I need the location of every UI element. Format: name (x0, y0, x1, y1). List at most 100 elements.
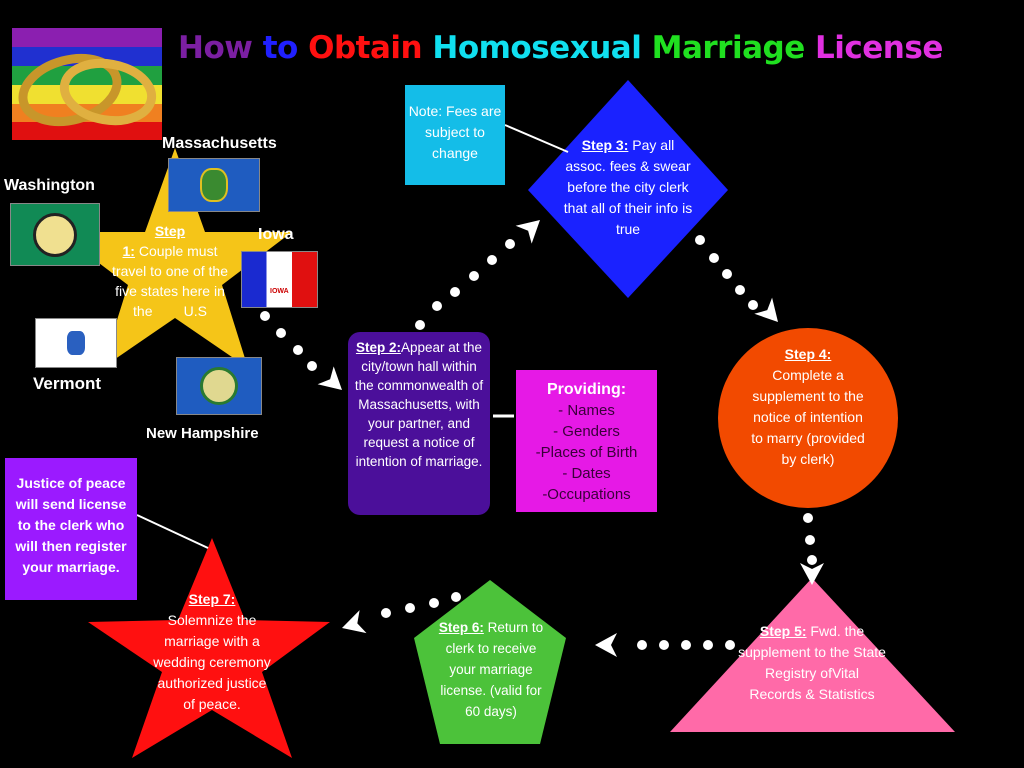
arrowhead-icon (317, 366, 342, 390)
step-text: Pay all (628, 137, 675, 153)
step-heading: Step (154, 223, 186, 239)
flag-text: IOWA (270, 288, 289, 295)
step-text: Couple (138, 243, 184, 259)
step-text: Appear at (400, 340, 460, 355)
title-word: to (262, 30, 299, 66)
providing-item: -Places of Birth (535, 444, 638, 461)
step2-box (348, 332, 490, 515)
providing-text: Providing: - Names - Genders -Places of … (516, 379, 657, 505)
arrow-dot (807, 555, 817, 565)
arrow-dot (293, 345, 303, 355)
step-heading: Step 2: (355, 340, 401, 355)
arrow-dot (735, 285, 745, 295)
arrow-dot (637, 640, 647, 650)
arrow-dot (695, 235, 705, 245)
arrow-dot (307, 361, 317, 371)
justice-box (5, 458, 137, 600)
arrow-dot (405, 603, 415, 613)
arrow-dot (487, 255, 497, 265)
step-text: assoc. fees & swear before the city cler… (563, 158, 693, 237)
label-iowa: Iowa (258, 226, 294, 243)
step-text: to clerk to receive your marriage licens… (440, 620, 544, 719)
arrowhead-icon (754, 297, 778, 322)
arrow-dot (803, 513, 813, 523)
step-heading: Step 3: (581, 137, 629, 153)
step-heading: Step 7: (188, 591, 236, 607)
title-word: Obtain (308, 30, 423, 66)
step5-triangle (670, 578, 955, 732)
arrow-dot (703, 640, 713, 650)
label-new-hampshire: New Hampshire (146, 425, 259, 442)
step-text: Complete a supplement to the notice of i… (751, 367, 865, 467)
title-word: Marriage (651, 30, 806, 66)
flag-icon (168, 158, 260, 212)
arrow-dot (505, 239, 515, 249)
step-text: Return (483, 620, 529, 635)
step-number: 1: (122, 243, 135, 259)
arrow-dot (681, 640, 691, 650)
flag-icon (176, 357, 262, 415)
arrow-dot (659, 640, 669, 650)
step-text: must travel to one of the five states he… (112, 243, 232, 319)
providing-item: - Genders (553, 423, 620, 440)
arrowhead-icon (800, 563, 824, 585)
providing-item: - Dates (562, 465, 611, 482)
arrowhead-icon (342, 610, 367, 634)
flag-icon (10, 203, 100, 266)
arrow-dot (415, 320, 425, 330)
arrow-dot (451, 592, 461, 602)
step3-diamond (528, 80, 728, 298)
step-text: supplement to the State Registry ofVital… (738, 644, 886, 702)
note-text: Note: Fees are subject to change (408, 103, 502, 161)
note-connector (504, 124, 569, 153)
step5-text: Step 5: Fwd. the supplement to the State… (738, 621, 886, 705)
flag-icon (35, 318, 117, 368)
step4-text: Step 4: Complete a supplement to the not… (736, 344, 880, 470)
arrow-dot (450, 287, 460, 297)
providing-item: -Occupations (542, 486, 631, 503)
arrow-dot (805, 535, 815, 545)
arrow-dot (429, 598, 439, 608)
title-word: Homosexual (432, 30, 642, 66)
arrow-dot (260, 311, 270, 321)
step7-star (88, 538, 330, 758)
step-heading: Step 4: (784, 346, 832, 362)
arrow-dot (432, 301, 442, 311)
label-washington: Washington (4, 177, 95, 194)
note-box (405, 85, 505, 185)
step3-text: Step 3: Pay all assoc. fees & swear befo… (562, 135, 694, 240)
step-heading: Step 6: (438, 620, 484, 635)
flag-icon: IOWA (241, 251, 318, 308)
label-vermont: Vermont (33, 374, 102, 393)
title-word: License (815, 30, 943, 66)
rainbow-rings-logo (12, 28, 162, 140)
arrow-dot (725, 640, 735, 650)
arrow-dot (748, 300, 758, 310)
justice-connector (136, 514, 209, 549)
arrow-dot (469, 271, 479, 281)
arrow-dot (276, 328, 286, 338)
step7-text: Step 7: Solemnize the marriage with a we… (150, 589, 274, 715)
label-massachusetts: Massachusetts (162, 135, 277, 152)
providing-heading: Providing: (546, 381, 627, 398)
arrow-dot (722, 269, 732, 279)
step2-text: Step 2:Appear at the city/town hall with… (352, 338, 486, 471)
step6-pentagon (414, 580, 566, 744)
step1-text: Step 1: Couple must travel to one of the… (106, 221, 234, 321)
step-text: Solemnize the marriage with a wedding ce… (153, 612, 271, 712)
step6-text: Step 6: Return to clerk to receive your … (432, 617, 550, 722)
step-text: the city/town hall within the commonweal… (354, 340, 484, 469)
providing-item: - Names (558, 402, 615, 419)
arrow-dot (381, 608, 391, 618)
page-title: How to Obtain Homosexual Marriage Licens… (178, 30, 943, 66)
arrowhead-icon (595, 633, 617, 657)
step-text: Fwd. the (806, 623, 865, 639)
title-word: How (178, 30, 253, 66)
step1-star (58, 148, 292, 368)
arrowhead-icon (515, 220, 540, 244)
step-heading: Step 5: (759, 623, 807, 639)
justice-text: Justice of peace will send license to th… (15, 475, 127, 575)
arrow-dot (709, 253, 719, 263)
